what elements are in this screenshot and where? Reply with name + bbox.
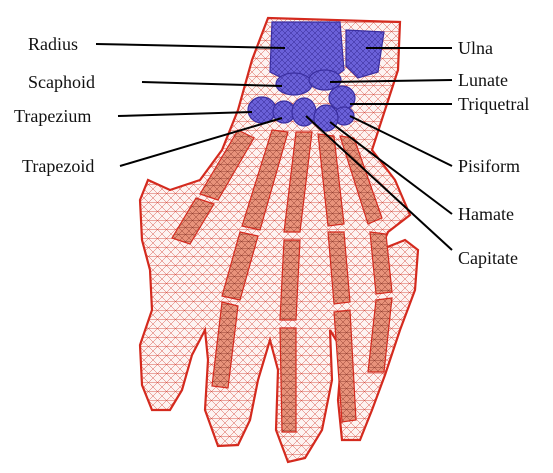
middle-distal-phalanx bbox=[280, 328, 296, 432]
scaphoid-label: Scaphoid bbox=[28, 72, 95, 92]
ulna-label: Ulna bbox=[458, 38, 493, 58]
lunate-label: Lunate bbox=[458, 70, 508, 90]
scaphoid-bone bbox=[276, 73, 312, 95]
triquetral-bone bbox=[329, 86, 355, 110]
trapezoid-label: Trapezoid bbox=[22, 156, 94, 176]
hamate-label: Hamate bbox=[458, 204, 514, 224]
triquetral-label: Triquetral bbox=[458, 94, 529, 114]
trapezium-bone bbox=[248, 97, 276, 123]
pisiform-label: Pisiform bbox=[458, 156, 520, 176]
trapezium-leader bbox=[118, 112, 252, 116]
ulna-bone bbox=[346, 30, 384, 78]
middle-proximal-phalanx bbox=[280, 240, 300, 320]
radius-label: Radius bbox=[28, 34, 78, 54]
capitate-label: Capitate bbox=[458, 248, 518, 268]
trapezium-label: Trapezium bbox=[14, 106, 91, 126]
